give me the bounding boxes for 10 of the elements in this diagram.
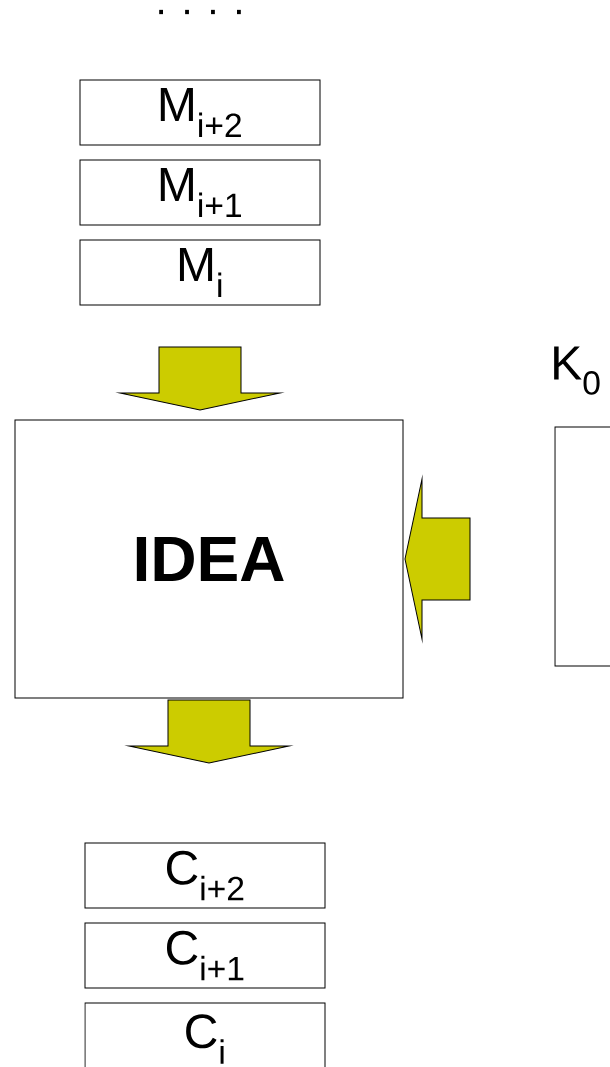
- text-box: C$_{i}$: [84, 1002, 326, 1067]
- key-box: K$_{0}$: [554, 346, 610, 667]
- text-box: C$_{i+1}$: [84, 922, 326, 989]
- text-box: M$_{i+2}$: [79, 79, 321, 146]
- text-box: M$_{i}$: [79, 239, 321, 306]
- process-box: IDEA: [14, 419, 404, 699]
- text-box: M$_{i+1}$: [79, 159, 321, 226]
- text-box: C$_{i+2}$: [84, 842, 326, 909]
- ellipsis-text: . . . .: [159, 9, 241, 15]
- node-label: K$_{0}$: [554, 346, 600, 395]
